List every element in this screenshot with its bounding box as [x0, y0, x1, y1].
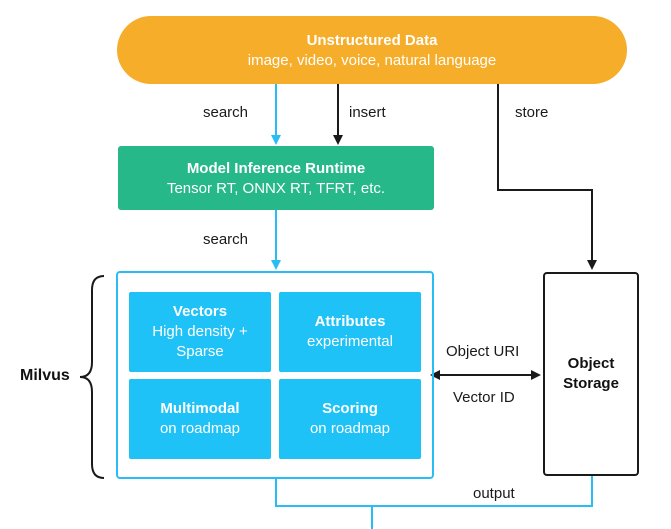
- attributes-desc: experimental: [307, 332, 393, 350]
- runtime-subtitle: Tensor RT, ONNX RT, TFRT, etc.: [166, 179, 386, 197]
- attributes-title: Attributes: [314, 312, 386, 330]
- runtime-title: Model Inference Runtime: [186, 159, 366, 177]
- object-uri-label: Object URI: [446, 343, 520, 360]
- model-inference-runtime-node: Model Inference Runtime Tensor RT, ONNX …: [118, 146, 434, 210]
- output-label: output: [473, 485, 515, 502]
- storage-line1: Object: [567, 355, 615, 372]
- unstructured-subtitle: image, video, voice, natural language: [247, 51, 497, 69]
- output-bracket: [275, 476, 593, 507]
- store-arrow: [497, 84, 597, 270]
- unstructured-data-node: Unstructured Data image, video, voice, n…: [117, 16, 627, 84]
- attributes-cell: Attributes experimental: [279, 292, 421, 372]
- vectors-cell: Vectors High density +Sparse: [129, 292, 271, 372]
- scoring-cell: Scoring on roadmap: [279, 379, 421, 459]
- scoring-title: Scoring: [322, 399, 378, 417]
- store-label: store: [515, 104, 549, 121]
- vectors-title: Vectors: [172, 302, 228, 320]
- unstructured-title: Unstructured Data: [306, 31, 438, 49]
- search-label-top: search: [203, 104, 249, 121]
- search-label-mid: search: [203, 231, 249, 248]
- milvus-container: [116, 271, 434, 479]
- vector-id-label: Vector ID: [453, 389, 515, 406]
- multimodal-cell: Multimodal on roadmap: [129, 379, 271, 459]
- multimodal-desc: on roadmap: [159, 419, 241, 437]
- scoring-desc: on roadmap: [309, 419, 391, 437]
- object-storage-node: Object Storage: [543, 272, 639, 476]
- multimodal-title: Multimodal: [160, 399, 240, 417]
- milvus-brace: [79, 275, 105, 479]
- milvus-label: Milvus: [20, 367, 70, 384]
- vectors-desc: High density +Sparse: [152, 322, 248, 360]
- insert-label: insert: [349, 104, 386, 121]
- storage-line2: Storage: [563, 375, 619, 392]
